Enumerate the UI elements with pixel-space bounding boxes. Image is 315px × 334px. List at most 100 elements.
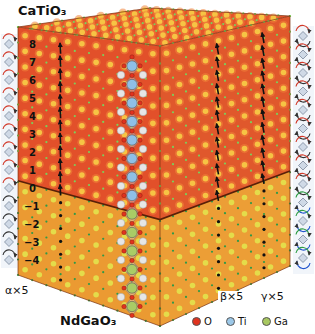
density-pattern bbox=[93, 176, 99, 182]
density-pattern bbox=[150, 103, 156, 109]
density-pattern bbox=[88, 250, 90, 252]
density-pattern bbox=[268, 42, 274, 48]
density-pattern bbox=[188, 59, 197, 68]
density-pattern bbox=[172, 302, 174, 304]
density-pattern bbox=[31, 106, 33, 108]
density-pattern bbox=[224, 96, 226, 98]
density-pattern bbox=[93, 60, 99, 66]
density-pattern bbox=[266, 167, 275, 176]
legend-text: Ti bbox=[238, 316, 247, 327]
density-pattern bbox=[102, 171, 104, 173]
density-pattern bbox=[237, 223, 239, 225]
density-pattern bbox=[237, 109, 239, 111]
density-pattern bbox=[93, 76, 99, 82]
density-pattern bbox=[177, 168, 183, 174]
density-pattern bbox=[148, 67, 157, 76]
legend-item: Ti bbox=[226, 316, 247, 327]
density-pattern bbox=[253, 59, 262, 68]
atomic-structure bbox=[138, 156, 142, 160]
density-pattern bbox=[77, 105, 86, 114]
displacement-arrow bbox=[262, 253, 265, 256]
density-pattern bbox=[88, 68, 90, 70]
density-pattern bbox=[211, 150, 213, 152]
density-pattern bbox=[79, 29, 85, 35]
density-pattern bbox=[250, 40, 252, 42]
density-pattern bbox=[279, 36, 288, 45]
density-pattern bbox=[102, 87, 104, 89]
density-pattern bbox=[250, 218, 252, 220]
density-pattern bbox=[279, 21, 288, 30]
density-pattern bbox=[164, 172, 170, 178]
density-pattern bbox=[148, 154, 157, 163]
density-pattern bbox=[147, 24, 153, 30]
density-pattern bbox=[127, 35, 133, 41]
density-pattern bbox=[60, 209, 62, 211]
density-pattern bbox=[77, 154, 86, 163]
displacement-arrow bbox=[59, 43, 61, 54]
density-pattern bbox=[185, 125, 187, 127]
displacement-arrow bbox=[217, 247, 220, 250]
density-pattern bbox=[150, 277, 156, 283]
atomic-structure bbox=[127, 79, 137, 89]
density-pattern bbox=[281, 133, 287, 139]
density-pattern bbox=[106, 110, 115, 119]
density-pattern bbox=[281, 211, 287, 217]
rotation-strip bbox=[5, 76, 14, 85]
density-pattern bbox=[51, 165, 57, 171]
density-pattern bbox=[240, 128, 249, 137]
density-pattern bbox=[253, 140, 262, 149]
rotation-strip bbox=[3, 142, 15, 149]
density-pattern bbox=[255, 254, 261, 260]
density-pattern bbox=[281, 101, 287, 107]
density-pattern bbox=[216, 255, 222, 261]
density-pattern bbox=[22, 267, 28, 273]
atomic-structure bbox=[130, 129, 134, 133]
density-pattern bbox=[211, 50, 213, 52]
density-pattern bbox=[65, 136, 71, 142]
density-pattern bbox=[190, 232, 196, 238]
density-pattern bbox=[164, 103, 170, 109]
rotation-strip bbox=[296, 247, 309, 255]
density-pattern bbox=[227, 83, 236, 92]
rotation-strip bbox=[296, 99, 309, 107]
density-pattern bbox=[157, 37, 159, 39]
density-pattern bbox=[108, 247, 114, 253]
density-pattern bbox=[22, 95, 28, 101]
density-pattern bbox=[21, 94, 30, 103]
density-pattern bbox=[190, 300, 196, 306]
density-pattern bbox=[263, 197, 265, 199]
layer-number: −2 bbox=[24, 219, 39, 230]
density-pattern bbox=[229, 101, 235, 107]
density-pattern bbox=[106, 19, 108, 21]
density-pattern bbox=[190, 95, 196, 101]
density-pattern bbox=[37, 177, 43, 183]
density-pattern bbox=[250, 153, 252, 155]
displacement-arrow bbox=[59, 146, 61, 157]
density-pattern bbox=[216, 205, 222, 211]
rotation-label: β×5 bbox=[218, 291, 245, 303]
displacement-arrow bbox=[59, 69, 61, 80]
atomic-structure bbox=[127, 264, 137, 274]
density-pattern bbox=[276, 129, 278, 131]
atomic-structure bbox=[139, 145, 147, 153]
displacement-arrow bbox=[59, 227, 62, 230]
atomic-structure bbox=[130, 73, 134, 77]
displacement-arrow bbox=[262, 228, 265, 231]
density-pattern bbox=[240, 160, 249, 169]
density-pattern bbox=[198, 256, 200, 258]
density-pattern bbox=[250, 105, 252, 107]
atomic-structure bbox=[122, 230, 126, 234]
density-pattern bbox=[92, 108, 101, 117]
material-label: CaTiO₃ bbox=[18, 4, 66, 18]
displacement-arrow bbox=[217, 137, 219, 148]
density-pattern bbox=[185, 262, 187, 264]
rotation-strip bbox=[299, 87, 308, 96]
density-pattern bbox=[49, 147, 58, 156]
atomic-structure bbox=[130, 147, 134, 151]
density-pattern bbox=[175, 149, 184, 158]
density-pattern bbox=[21, 31, 30, 40]
density-pattern bbox=[35, 49, 44, 58]
density-pattern bbox=[211, 167, 213, 169]
